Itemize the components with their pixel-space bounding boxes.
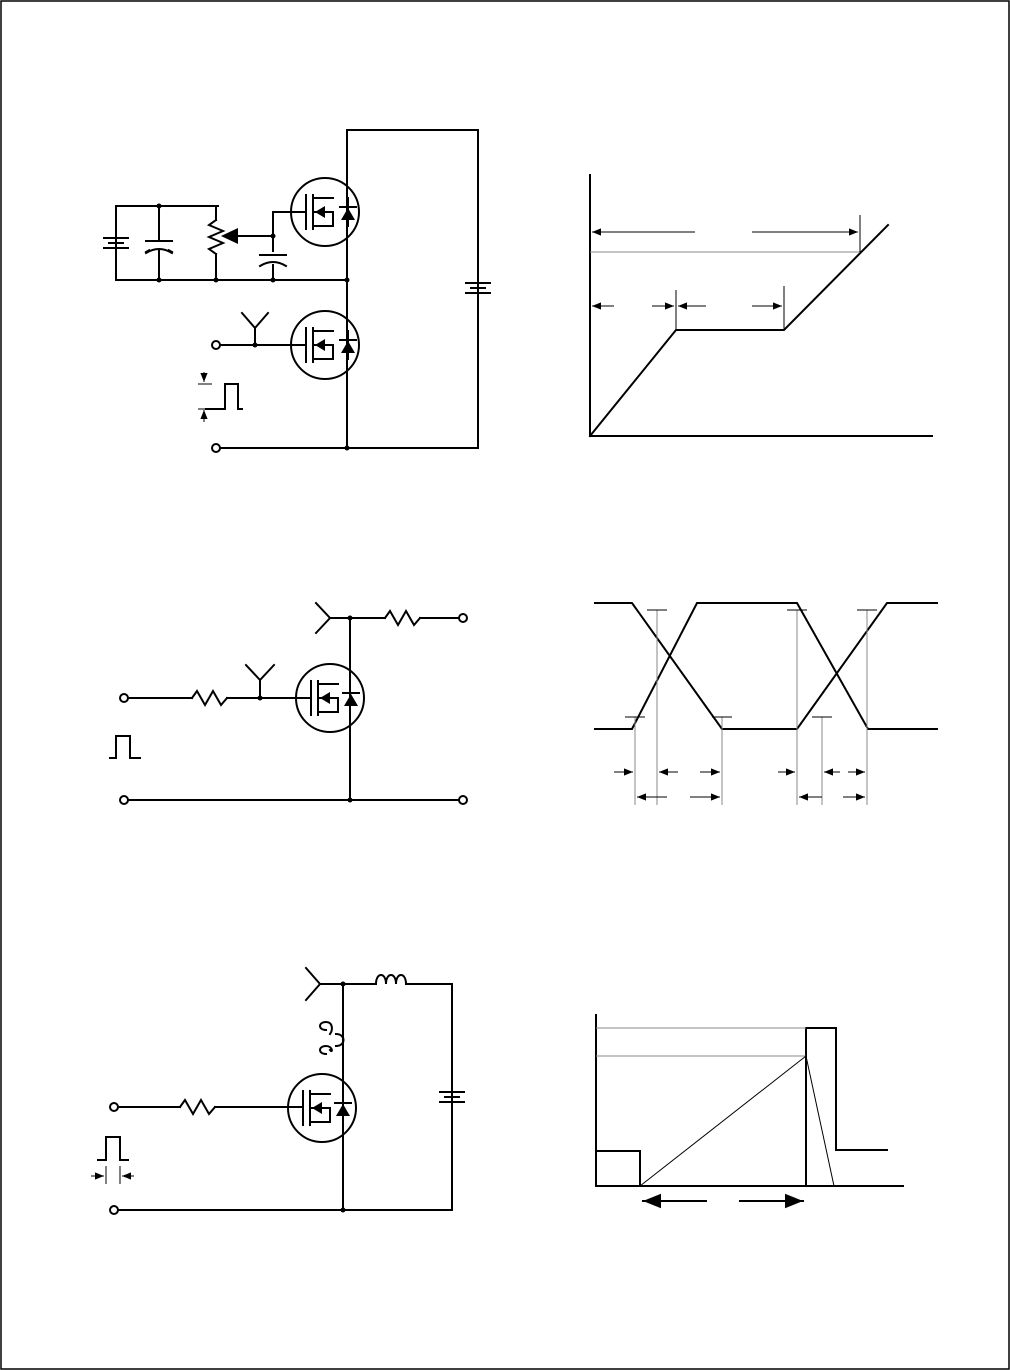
gate-input-terminal — [211, 340, 221, 350]
gate-voltage-trace-2 — [594, 602, 938, 730]
switching-mosfet-symbol — [295, 663, 365, 733]
gate-probe-symbol-2 — [244, 663, 276, 699]
pulse-input-terminal — [119, 693, 129, 703]
unclamped-inductive-waveform — [595, 1014, 904, 1209]
gate-resistor-symbol-3 — [178, 1097, 217, 1117]
gate-resistor-symbol — [190, 688, 229, 708]
drain-probe-symbol — [314, 601, 351, 635]
source-terminal-3 — [109, 1205, 119, 1215]
gate-pulse-symbol — [205, 383, 243, 410]
unclamped-inductive-test-circuit — [91, 966, 465, 1215]
input-pulse-symbol — [109, 735, 141, 759]
capacitor-symbol-gate — [258, 252, 288, 268]
switching-test-circuit — [109, 601, 468, 805]
supply-loop-wire — [346, 129, 479, 449]
battery-symbol-3 — [439, 1091, 465, 1103]
drain-current-ramp — [639, 1055, 835, 1187]
ground-terminal — [211, 443, 221, 453]
battery-symbol-right — [465, 282, 491, 294]
source-terminal-left — [119, 795, 129, 805]
lower-mosfet-symbol — [290, 310, 360, 380]
switching-waveform — [594, 602, 938, 805]
inductor-symbol — [374, 974, 408, 986]
drain-voltage-trace — [594, 602, 938, 730]
gate-pulse-trace — [595, 1150, 641, 1187]
gate-probe-symbol — [240, 311, 270, 346]
bias-network-wires — [115, 205, 348, 281]
gate-charge-test-circuit — [103, 129, 491, 453]
current-probe-symbol — [319, 1020, 345, 1056]
input-pulse-symbol-3 — [97, 1136, 129, 1161]
drain-supply-terminal — [458, 613, 468, 623]
potentiometer-symbol — [206, 205, 274, 281]
drain-probe-symbol-3 — [304, 966, 344, 1002]
load-resistor-symbol — [383, 608, 422, 628]
timing-guide-lines — [625, 609, 877, 805]
source-terminal-right — [458, 795, 468, 805]
gate-charge-waveform — [588, 174, 933, 438]
pulse-input-terminal-3 — [109, 1102, 119, 1112]
gate-voltage-trace — [588, 223, 890, 438]
drain-voltage-trace-3 — [805, 1027, 888, 1187]
battery-symbol-left — [103, 237, 129, 249]
